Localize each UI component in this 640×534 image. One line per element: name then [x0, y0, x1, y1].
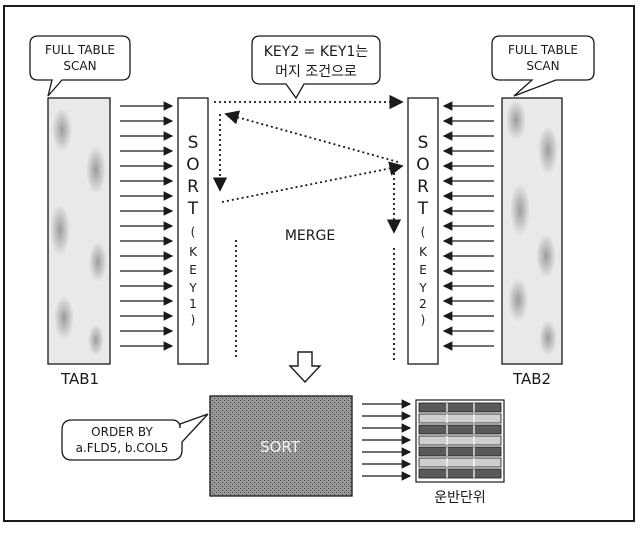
left-scan-line1: FULL TABLE	[45, 43, 115, 57]
left-scan-callout: FULL TABLE SCAN	[29, 35, 131, 97]
result-row	[418, 413, 502, 424]
right-scan-callout: FULL TABLE SCAN	[491, 35, 595, 97]
sort-left-char: E	[189, 263, 197, 277]
right-sort-column: SORT ( KEY 2)	[407, 97, 439, 365]
result-row	[418, 468, 502, 479]
final-sort-label: SORT	[260, 438, 301, 456]
sort-right-char: (	[421, 225, 426, 239]
sort-right-char: )	[421, 313, 426, 327]
sort-right-char: O	[416, 155, 429, 175]
output-arrows	[362, 399, 412, 481]
sort-right-char: R	[417, 177, 429, 197]
sort-left-char: 1	[189, 297, 197, 311]
right-scan-line1: FULL TABLE	[508, 43, 578, 57]
merge-connectors	[212, 94, 404, 360]
order-by-line2: a.FLD5, b.COL5	[76, 441, 169, 455]
sort-left-char: (	[191, 225, 196, 239]
sort-left-char: Y	[188, 281, 197, 295]
left-scan-arrows	[120, 101, 174, 351]
sort-left-char: O	[186, 155, 199, 175]
tab1-label: TAB1	[60, 370, 99, 388]
sort-left-char: K	[189, 245, 198, 259]
left-sort-column: SORT ( KEY 1)	[177, 97, 209, 365]
sort-left-char: T	[187, 199, 199, 219]
sort-right-char: Y	[418, 281, 427, 295]
join-condition-line1: KEY2 = KEY1는	[264, 44, 369, 60]
result-row	[418, 457, 502, 468]
result-grid	[415, 399, 505, 483]
sort-right-char: 2	[419, 297, 427, 311]
join-condition-callout: KEY2 = KEY1는 머지 조건으로	[251, 35, 381, 100]
order-by-callout: ORDER BY a.FLD5, b.COL5	[61, 413, 209, 461]
result-row	[418, 424, 502, 435]
sort-right-char: K	[419, 245, 428, 259]
result-row	[418, 402, 502, 413]
sort-right-char: E	[419, 263, 427, 277]
right-scan-arrows	[442, 101, 494, 351]
sort-right-char: T	[417, 199, 429, 219]
tab1-table	[47, 97, 111, 365]
down-arrow-icon	[288, 351, 322, 384]
result-row	[418, 446, 502, 457]
result-row	[418, 435, 502, 446]
join-condition-line2: 머지 조건으로	[275, 64, 357, 80]
left-scan-line2: SCAN	[63, 59, 96, 73]
tab2-table	[501, 97, 563, 365]
sort-right-char: S	[418, 133, 429, 153]
right-scan-line2: SCAN	[526, 59, 559, 73]
sort-left-char: )	[191, 313, 196, 327]
order-by-line1: ORDER BY	[91, 425, 153, 439]
merge-label: MERGE	[285, 228, 335, 244]
sort-left-char: S	[188, 133, 199, 153]
outer-frame	[3, 5, 635, 522]
final-sort-box: SORT	[209, 395, 353, 497]
result-label: 운반단위	[434, 490, 486, 506]
sort-left-char: R	[187, 177, 199, 197]
tab2-label: TAB2	[512, 370, 551, 388]
